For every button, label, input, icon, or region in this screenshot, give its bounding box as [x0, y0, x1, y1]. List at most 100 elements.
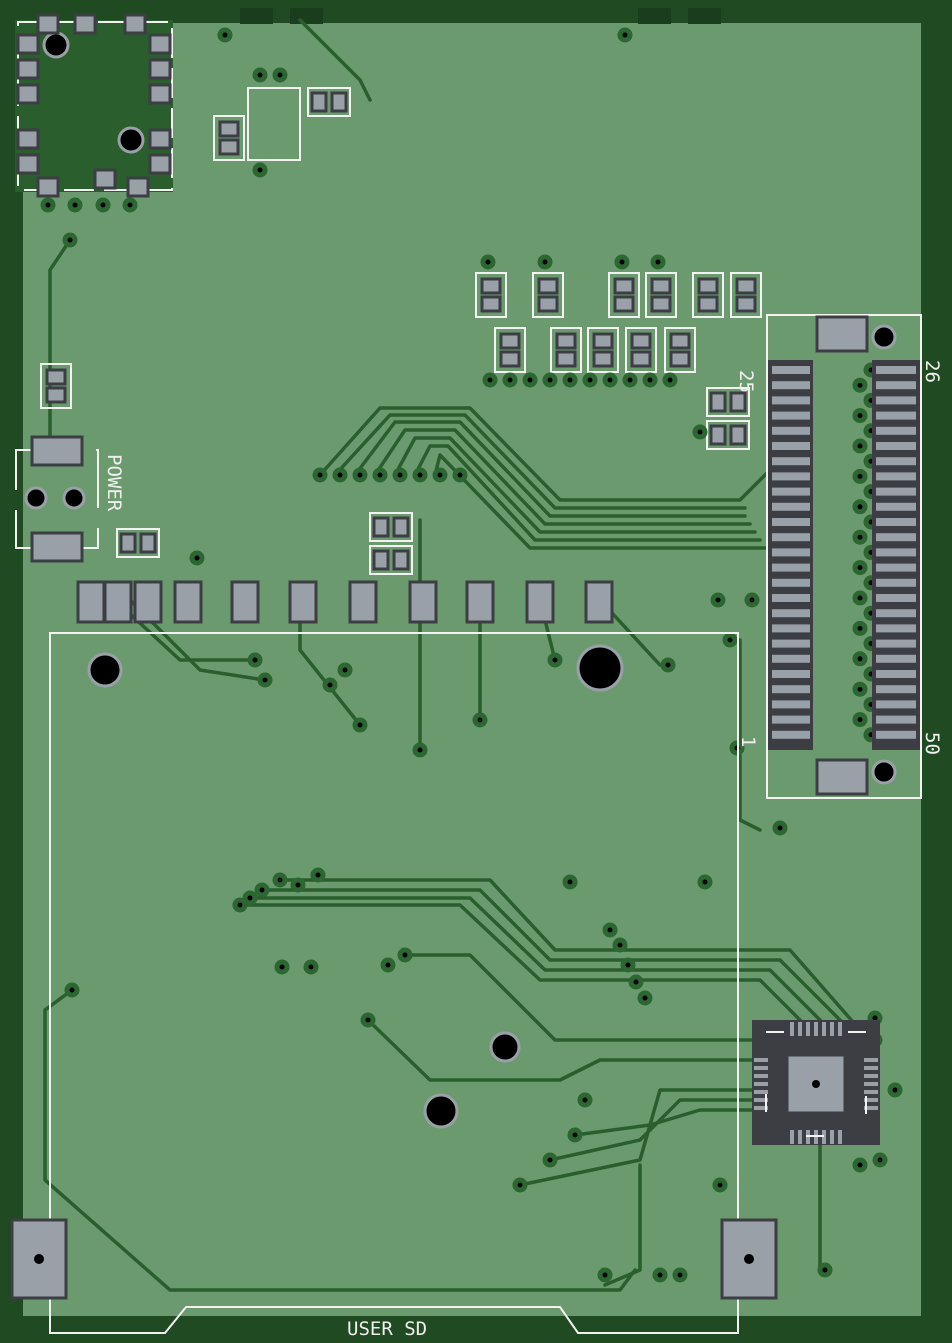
fpc-pin	[772, 533, 810, 542]
via	[852, 620, 868, 636]
ic-outline	[247, 87, 301, 161]
power-pin-hole	[24, 486, 48, 510]
fpc-pin	[876, 700, 916, 709]
via	[372, 467, 388, 483]
via	[257, 672, 273, 688]
fpc-pin	[772, 594, 810, 602]
component-pad	[372, 516, 390, 538]
fpc-pin	[772, 487, 810, 496]
fpc-anchor-pad	[815, 315, 869, 353]
joystick-pad	[148, 128, 172, 150]
fpc-pin	[876, 578, 916, 587]
via	[412, 467, 428, 483]
trace	[738, 638, 762, 832]
via	[710, 592, 726, 608]
fpc-pin	[772, 715, 810, 724]
via	[322, 677, 338, 693]
component-outline	[664, 327, 696, 373]
fpc-pin	[876, 426, 916, 435]
mounting-hole	[42, 31, 70, 59]
component-outline	[369, 545, 413, 575]
component-pad	[650, 295, 672, 313]
via	[272, 872, 288, 888]
qfn-pin	[864, 1074, 878, 1078]
via	[547, 652, 563, 668]
via	[614, 254, 630, 270]
qfn-pin	[754, 1082, 768, 1086]
via	[217, 27, 233, 43]
fpc-pin	[772, 366, 810, 374]
via	[887, 1082, 903, 1098]
trace	[318, 406, 772, 502]
qfn-outline	[765, 1031, 867, 1137]
user-sd-label: USER SD	[347, 1318, 427, 1340]
via	[332, 467, 348, 483]
via	[642, 372, 658, 388]
trace	[366, 1018, 762, 1082]
via	[303, 959, 319, 975]
fpc-pin	[876, 396, 916, 405]
via	[852, 438, 868, 454]
via	[660, 657, 676, 673]
via	[612, 937, 628, 953]
via	[360, 1012, 376, 1028]
qfn-center-via	[812, 1080, 820, 1088]
sd-hole	[576, 644, 624, 692]
traces	[43, 18, 862, 1292]
fpc-pin	[876, 654, 916, 663]
via	[480, 254, 496, 270]
via	[542, 372, 558, 388]
via	[312, 467, 328, 483]
via	[432, 467, 448, 483]
qfn-pin	[830, 1022, 834, 1036]
via	[817, 1262, 833, 1278]
qfn-pin	[790, 1022, 794, 1036]
component-outline	[645, 272, 677, 318]
fpc-pin	[772, 730, 810, 739]
power-pad	[30, 531, 84, 563]
component-outline	[494, 327, 526, 373]
joystick-pad	[148, 33, 172, 55]
via	[722, 632, 738, 648]
smd-pad	[288, 580, 318, 624]
component-pad	[735, 295, 757, 313]
component-pad	[139, 532, 157, 554]
via	[352, 467, 368, 483]
fpc-pin	[772, 685, 810, 694]
joystick-pad	[148, 153, 172, 175]
fpc-pin	[772, 457, 810, 466]
component-outline	[706, 387, 750, 417]
trace	[333, 413, 747, 510]
fpc-mount-hole	[871, 324, 897, 350]
fpc-pins	[772, 366, 916, 739]
via	[652, 1267, 668, 1283]
fpc-pin	[876, 442, 916, 450]
qfn-pin	[864, 1098, 878, 1102]
fpc-pin	[772, 639, 810, 648]
component-pad	[697, 295, 719, 313]
via	[662, 372, 678, 388]
component-pad	[630, 332, 652, 350]
component-pad	[537, 295, 559, 313]
via	[397, 947, 413, 963]
joystick-pad	[126, 176, 150, 198]
smd-pad	[230, 580, 260, 624]
qfn-pin	[754, 1074, 768, 1078]
via	[254, 882, 270, 898]
via	[697, 874, 713, 890]
component-outline	[730, 272, 762, 318]
qfn-pin	[790, 1130, 794, 1144]
via	[310, 867, 326, 883]
via	[482, 372, 498, 388]
via	[502, 372, 518, 388]
component-outline	[625, 327, 657, 373]
qfn-pin	[754, 1098, 768, 1102]
fpc-pin	[876, 487, 916, 496]
component-pad	[592, 350, 614, 368]
via	[712, 1177, 728, 1193]
pin-26-label: 26	[921, 360, 943, 383]
smd-pad	[584, 580, 614, 624]
joystick-pad	[148, 83, 172, 105]
component-pad	[310, 91, 328, 113]
